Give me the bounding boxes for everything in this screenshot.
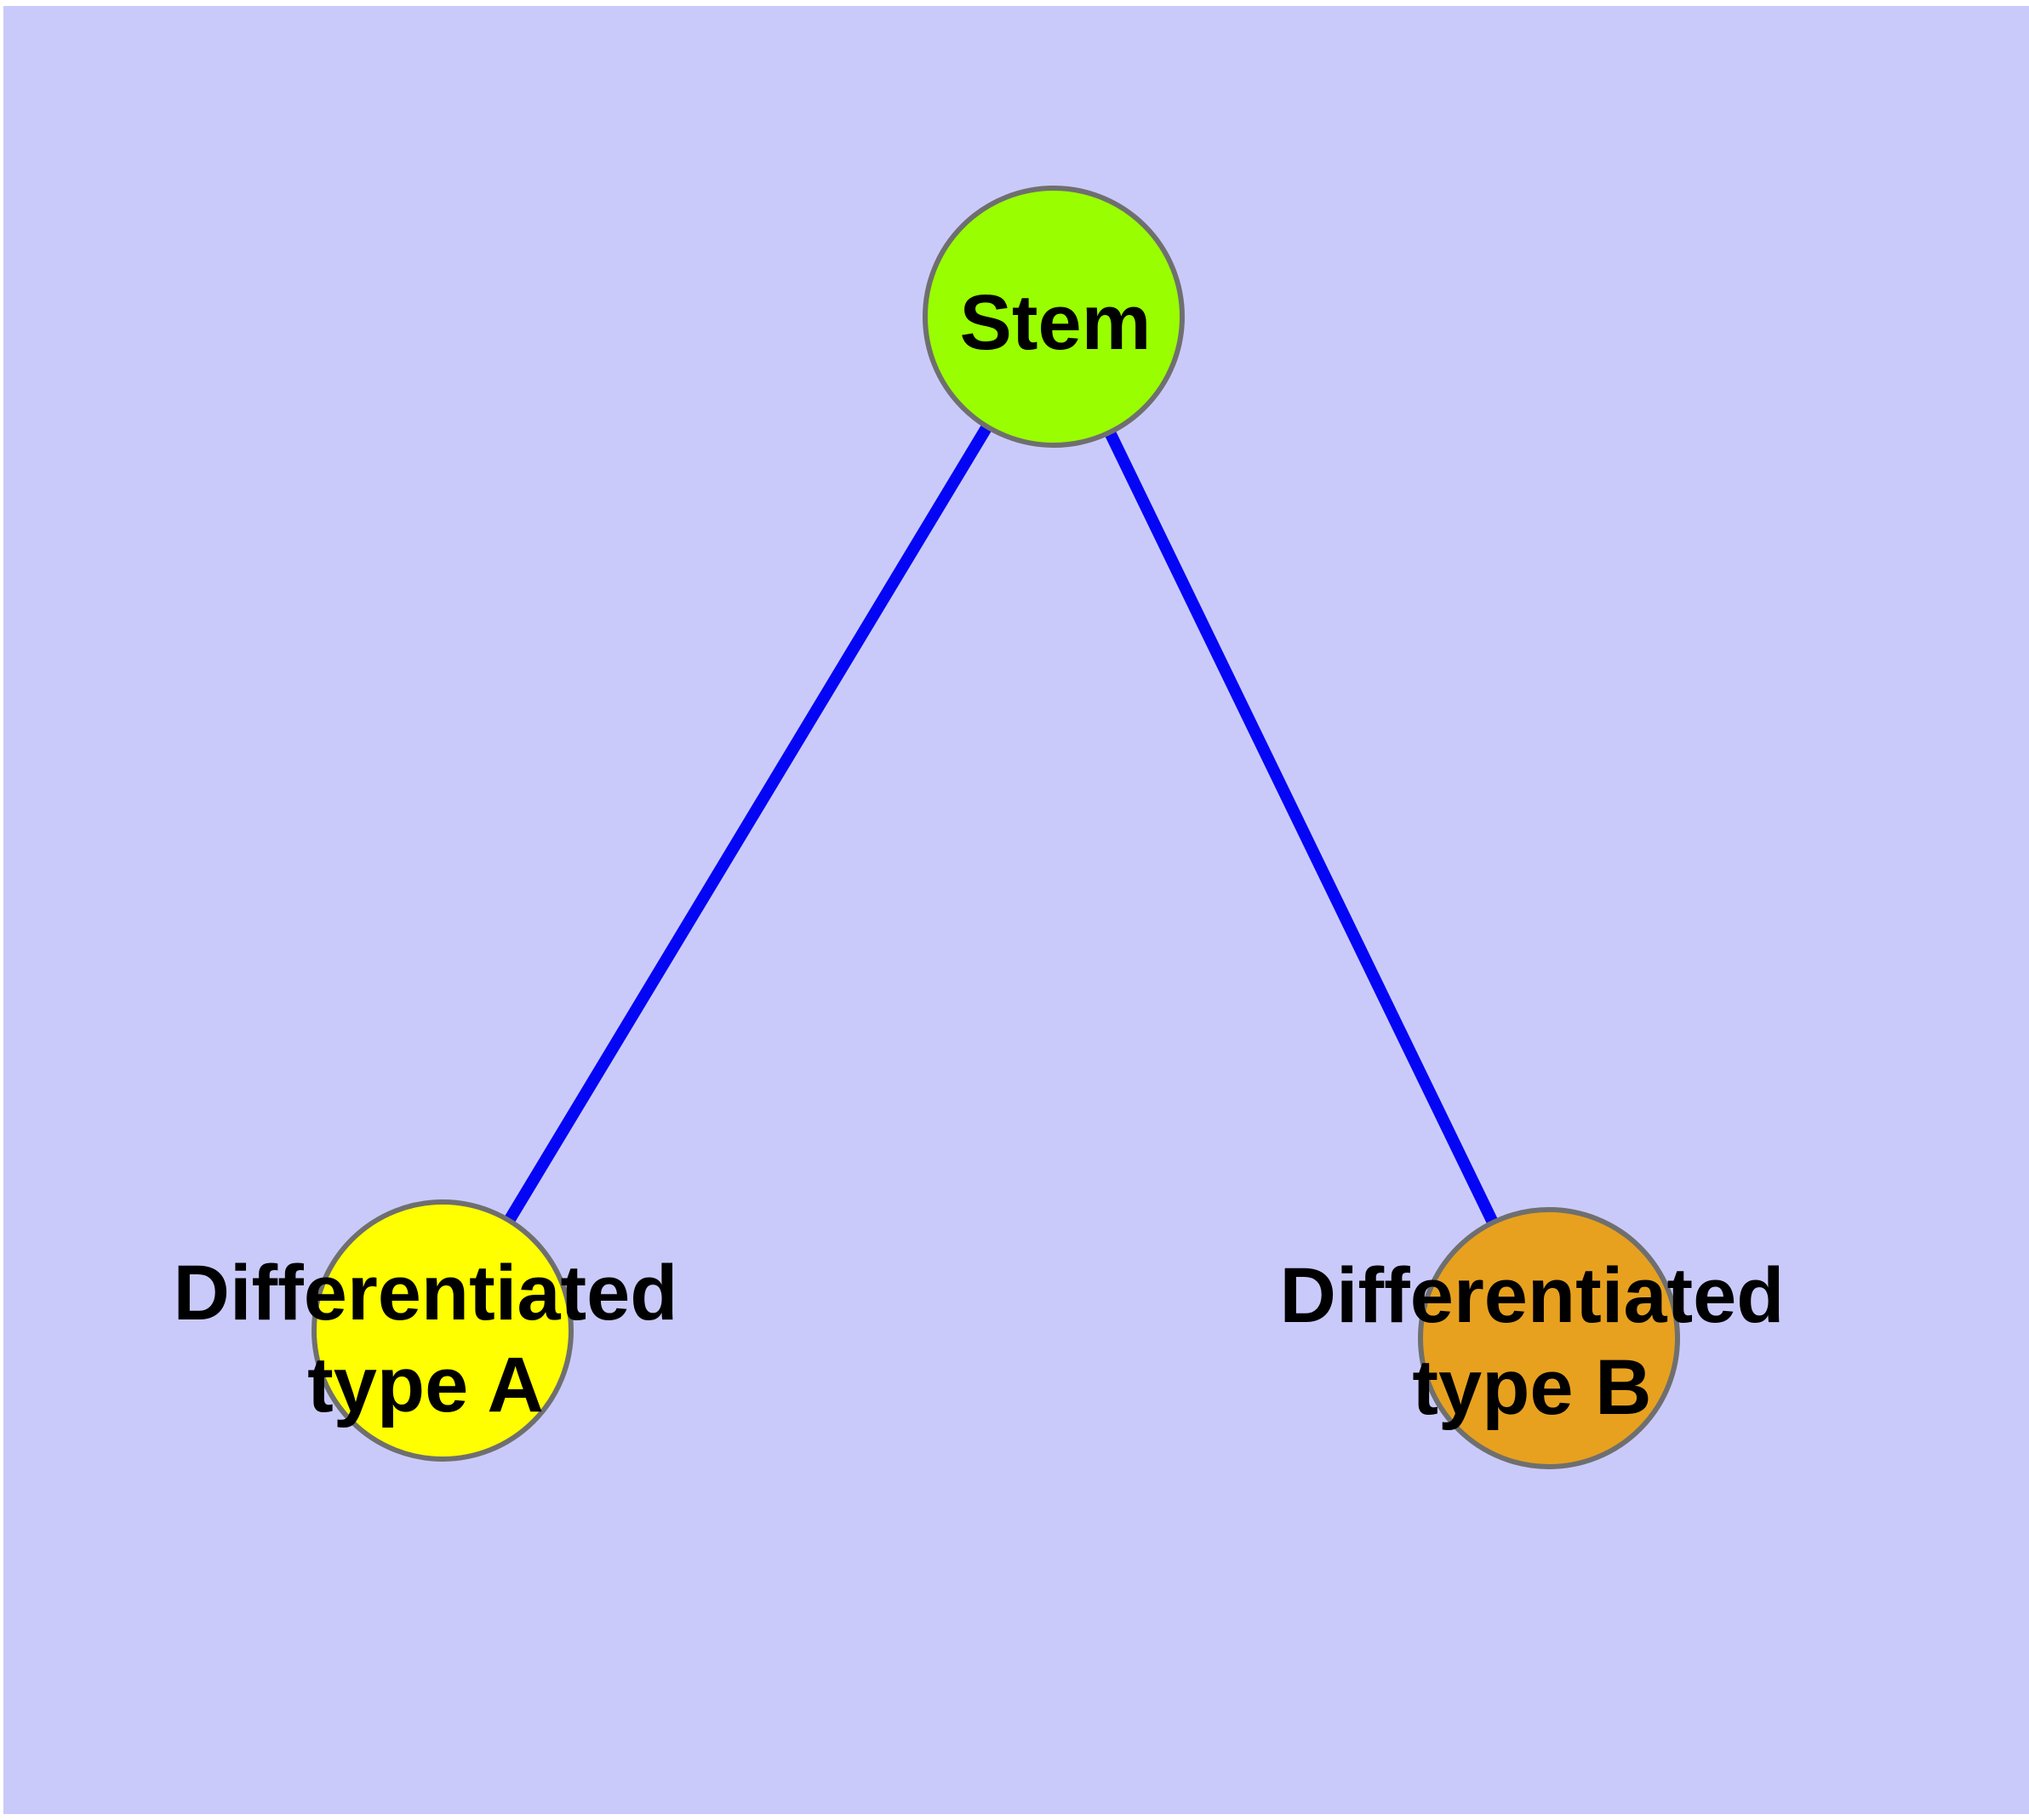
node-differentiated-type-a: Differentiated type A <box>174 1199 678 1462</box>
node-differentiated-type-b-label-line2: type B <box>1412 1344 1651 1431</box>
node-differentiated-type-a-label-line2: type A <box>307 1342 544 1428</box>
node-differentiated-type-b-label-line1: Differentiated <box>1280 1252 1785 1339</box>
edge-stem-to-type-a <box>504 423 992 1224</box>
node-stem-circle <box>923 186 1185 448</box>
node-differentiated-type-b: Differentiated type B <box>1280 1207 1785 1469</box>
node-differentiated-type-a-label-line1: Differentiated <box>174 1250 678 1336</box>
node-differentiated-type-a-circle <box>311 1199 574 1462</box>
edge-stem-to-type-b <box>1104 429 1499 1226</box>
node-stem: Stem <box>923 186 1185 448</box>
node-differentiated-type-b-circle <box>1418 1207 1680 1469</box>
node-stem-label: Stem <box>960 279 1152 366</box>
